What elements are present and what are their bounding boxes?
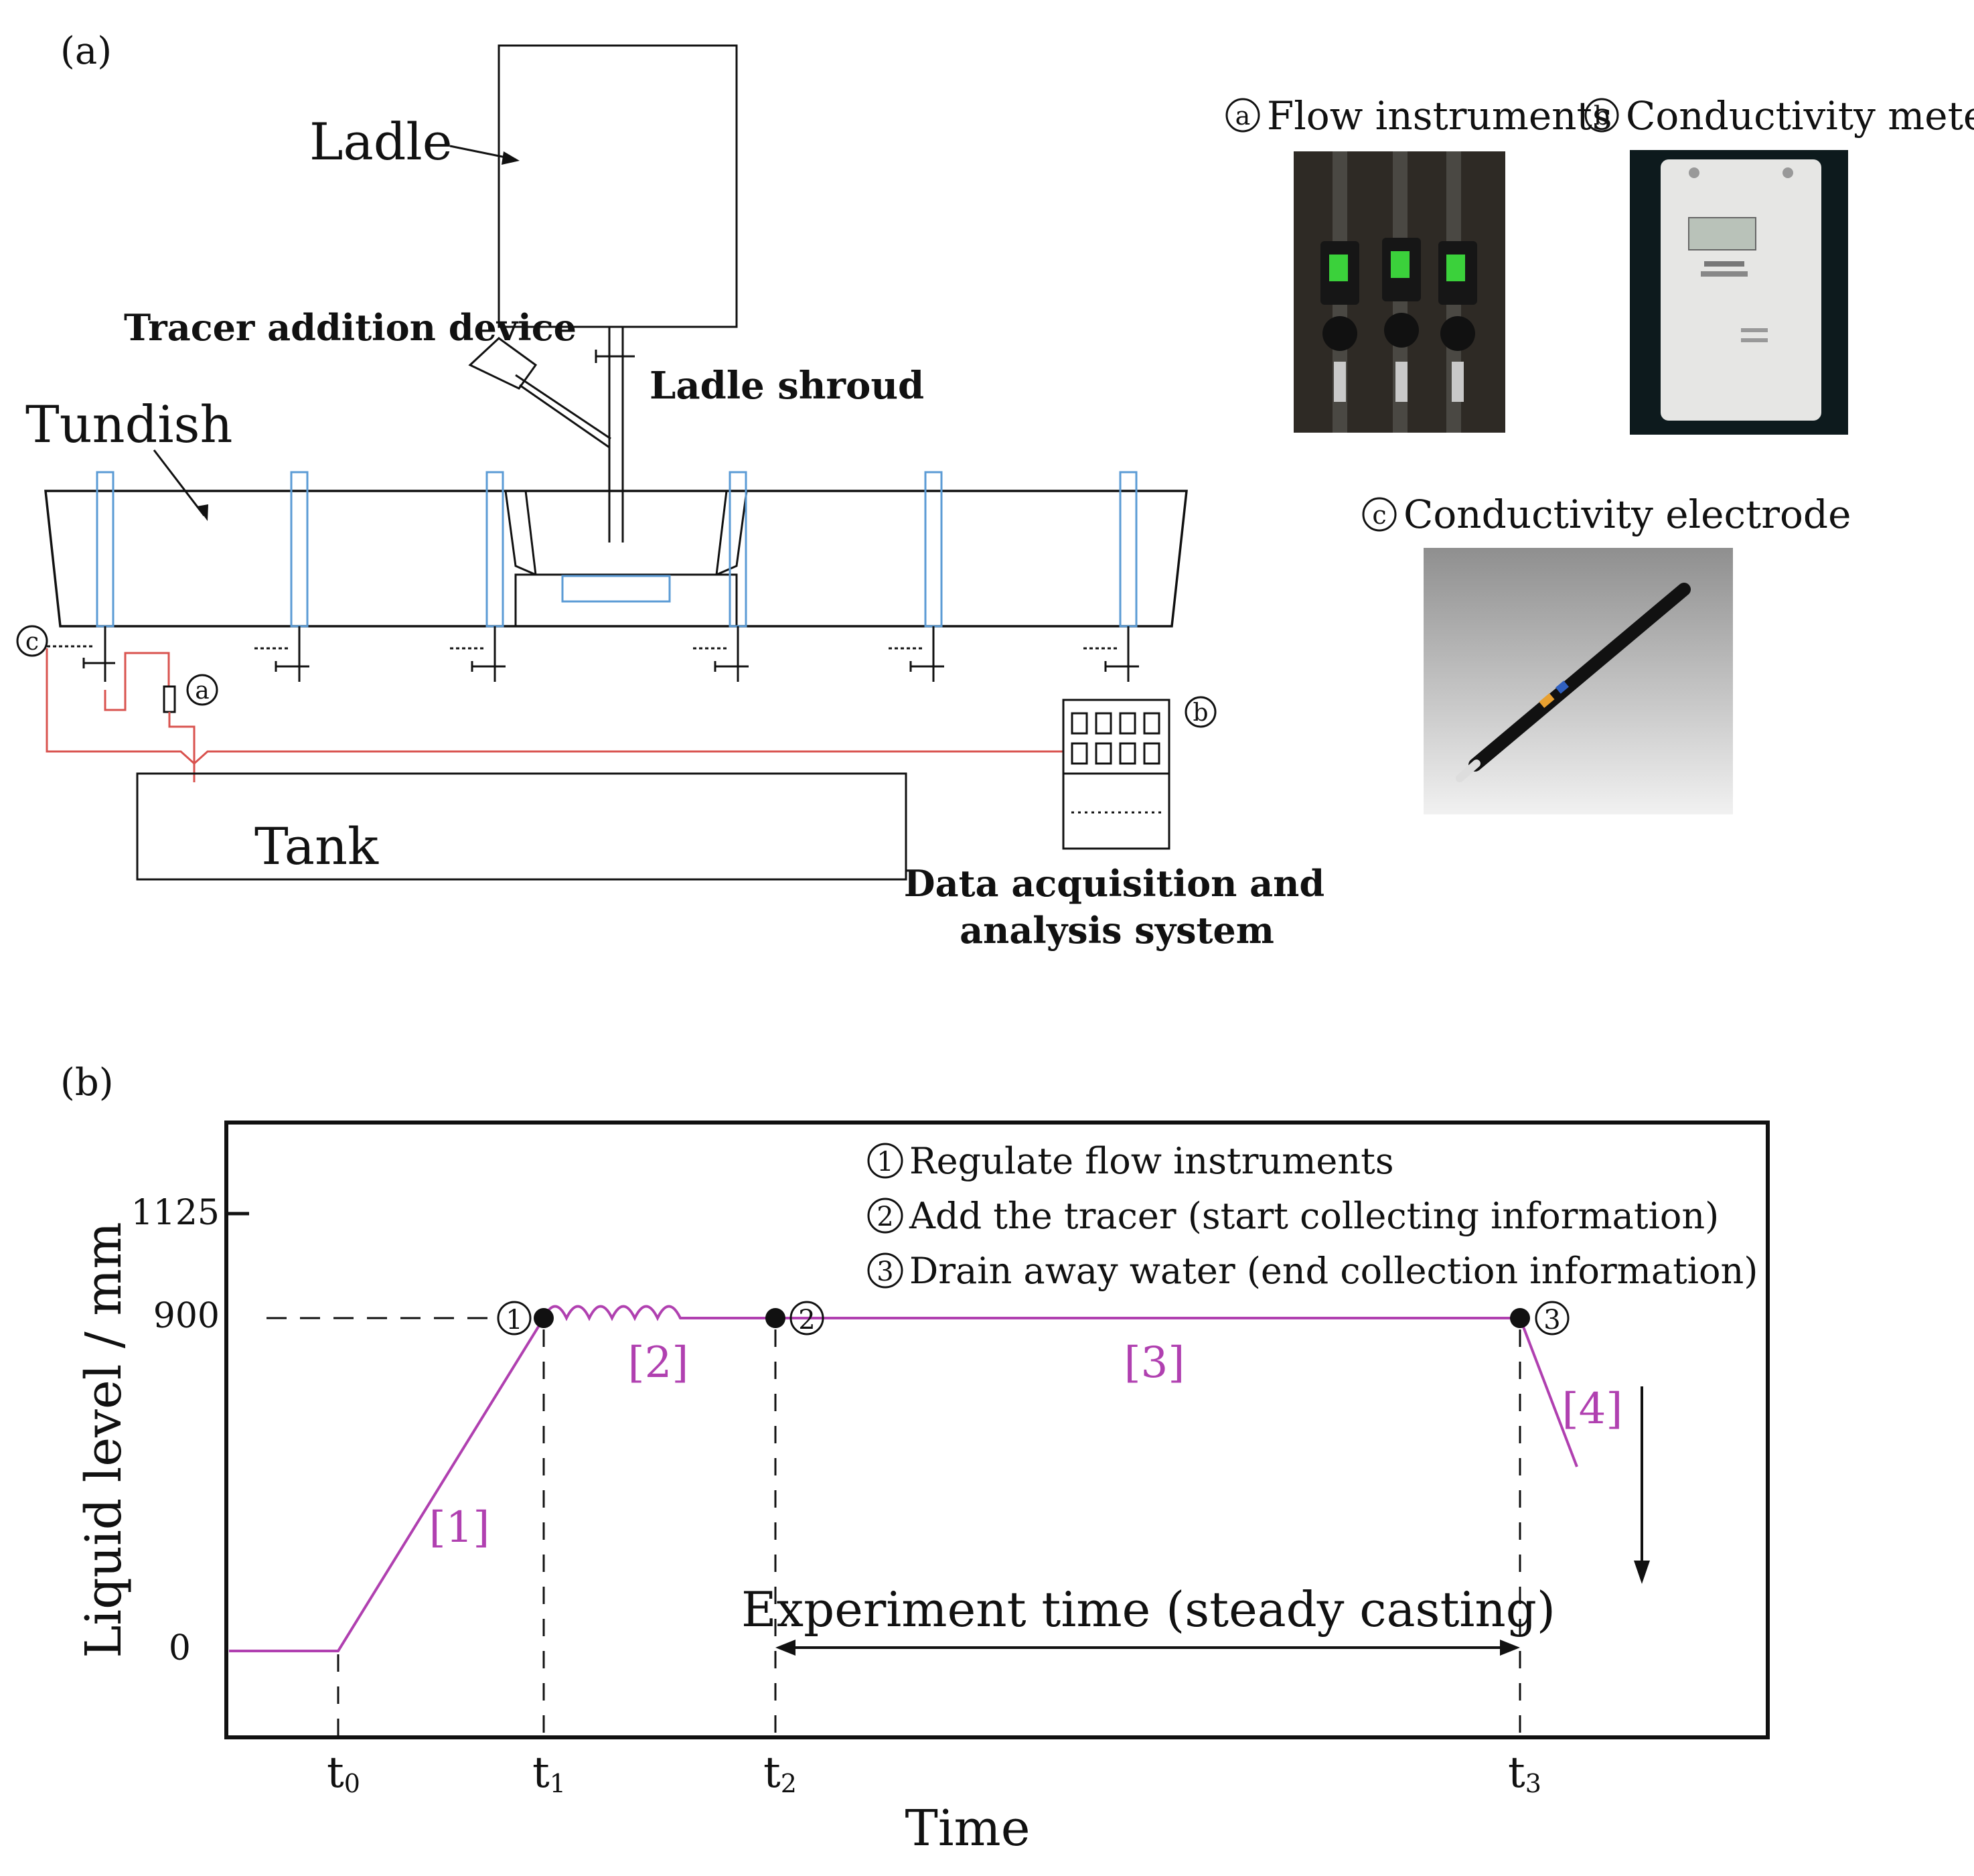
probe-4: [714, 471, 749, 682]
plot-frame: [224, 1121, 1770, 1739]
stage-4-label: [4]: [1562, 1384, 1623, 1434]
photo-conductivity-electrode: [1424, 548, 1733, 814]
pipe-to-tank: [168, 712, 196, 782]
daq-label-2: analysis system: [960, 909, 1274, 952]
point-1-num: 1: [506, 1305, 522, 1336]
photo-b-marker: [1584, 98, 1619, 133]
signal-cable: [46, 648, 1063, 766]
photo-a-label: Flow instruments: [1267, 93, 1612, 139]
legend-2-text: Add the tracer (start collecting informa…: [909, 1195, 1719, 1237]
drain-arrow-head: [1634, 1561, 1650, 1584]
photo-a-marker-letter: a: [1235, 101, 1251, 131]
point-1-dot: [534, 1308, 554, 1328]
legend-2-marker: [867, 1198, 903, 1234]
legend-1-num: 1: [877, 1147, 893, 1177]
ladle-label: Ladle: [309, 112, 453, 171]
x-axis-label: Time: [905, 1800, 1031, 1857]
point-2-dot: [765, 1308, 785, 1328]
turbulence-inhibitor: [514, 573, 738, 628]
point-2-marker: [789, 1301, 824, 1336]
experiment-arrow-left: [775, 1640, 795, 1656]
panel-a-label: (a): [60, 29, 112, 73]
legend-3-text: Drain away water (end collection informa…: [909, 1250, 1758, 1292]
point-1-marker: [497, 1301, 532, 1336]
daq-label-1: Data acquisition and: [904, 862, 1324, 905]
legend-2-num: 2: [877, 1202, 893, 1232]
marker-a-circle: [186, 674, 218, 706]
probe-3: [471, 471, 506, 682]
curve-regulate-stage: [542, 1305, 775, 1321]
point-3-marker: [1535, 1301, 1570, 1336]
marker-b-letter: b: [1193, 699, 1208, 727]
experiment-arrow-right: [1500, 1640, 1520, 1656]
dam-right-outer: [716, 490, 748, 576]
legend-3-marker: [867, 1252, 903, 1289]
marker-a-letter: a: [195, 677, 209, 705]
probe-5: [909, 471, 944, 682]
tracer-label: Tracer addition device: [124, 306, 577, 349]
pipe-flow-loop: [104, 652, 170, 711]
dam-right-inner: [715, 490, 728, 575]
ladle-arrow-head: [502, 151, 520, 165]
tank-label: Tank: [254, 816, 379, 876]
ytick-label-0: 0: [169, 1628, 191, 1668]
curve-fill-stage: [229, 1317, 545, 1652]
point-3-num: 3: [1543, 1305, 1560, 1336]
time-label-t1: t1: [532, 1748, 566, 1798]
tundish-arrow-head: [197, 504, 208, 521]
time-label-t0: t0: [327, 1748, 360, 1798]
photo-c-marker: [1362, 497, 1397, 532]
shroud-label: Ladle shroud: [650, 364, 924, 408]
photo-c-marker-letter: c: [1372, 500, 1386, 530]
photo-c-label: Conductivity electrode: [1403, 492, 1851, 537]
time-label-t2: t2: [763, 1748, 797, 1798]
tracer-box: [468, 337, 538, 390]
photo-flow-instruments: [1294, 151, 1505, 433]
stage-3-label: [3]: [1124, 1338, 1185, 1388]
dam-left-outer: [504, 490, 536, 576]
photo-conductivity-meter: [1630, 150, 1848, 435]
y-axis-label: Liquid level / mm: [75, 1222, 133, 1658]
flowmeter: [163, 685, 176, 713]
tracer-tube-b: [519, 384, 610, 449]
daq-channels: [1071, 712, 1160, 765]
stage-2-label: [2]: [628, 1338, 689, 1388]
tundish-arrow-line: [153, 449, 206, 516]
legend-1-text: Regulate flow instruments: [909, 1140, 1394, 1182]
ytick-label-1125: 1125: [131, 1193, 220, 1233]
photo-b-marker-letter: b: [1594, 101, 1610, 131]
tundish-body: [44, 490, 1188, 628]
marker-b-circle: [1185, 696, 1217, 728]
experiment-time-label: Experiment time (steady casting): [741, 1581, 1555, 1638]
point-3-dot: [1510, 1308, 1530, 1328]
ladle-body: [498, 44, 738, 328]
tundish-label: Tundish: [25, 394, 233, 454]
dam-left-inner: [524, 490, 537, 575]
photo-b-label: Conductivity meter: [1626, 93, 1974, 139]
stage-1-label: [1]: [429, 1503, 490, 1553]
panel-b-label: (b): [60, 1061, 114, 1104]
photo-a-marker: [1225, 98, 1260, 133]
probe-6: [1104, 471, 1139, 682]
probe-1: [82, 471, 115, 682]
curve-drain-stage: [1519, 1317, 1578, 1467]
tank-body: [136, 772, 907, 881]
tracer-tube-a: [515, 374, 611, 440]
marker-c-circle: [16, 625, 48, 657]
marker-c-letter: c: [25, 628, 39, 656]
legend-1-marker: [867, 1143, 903, 1179]
point-2-num: 2: [798, 1305, 815, 1336]
ytick-label-900: 900: [153, 1296, 220, 1336]
legend-3-num: 3: [877, 1256, 893, 1287]
inhibitor-inner: [561, 575, 671, 603]
probe-2: [275, 471, 309, 682]
time-label-t3: t3: [1508, 1748, 1541, 1798]
